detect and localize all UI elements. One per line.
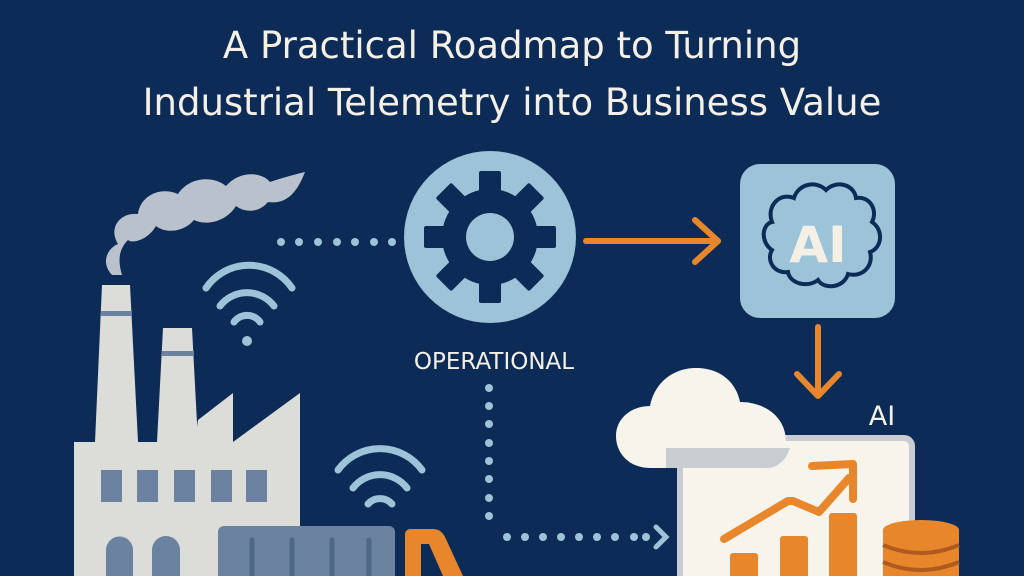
- ai-brain-box: AI: [740, 164, 895, 318]
- ai-box-label: AI: [789, 216, 846, 274]
- wifi-icon: [202, 261, 296, 346]
- bar-chart-icon: [730, 513, 857, 576]
- gear-icon: [404, 151, 576, 323]
- arrow-right-icon: [583, 217, 721, 265]
- analytics-dashboard: [616, 368, 960, 576]
- truck-icon: [405, 529, 463, 576]
- smoke-icon: [105, 172, 305, 275]
- operational-label: OPERATIONAL: [414, 349, 574, 375]
- dotted-connector: [277, 238, 396, 246]
- coins-icon: [882, 520, 960, 576]
- title-line-2: Industrial Telemetry into Business Value: [143, 81, 882, 124]
- arrow-down-icon: [794, 324, 842, 399]
- shipping-container-icon: [218, 526, 395, 576]
- title-line-1: A Practical Roadmap to Turning: [223, 24, 801, 67]
- trend-arrow-icon: [720, 460, 857, 543]
- dotted-connector: [485, 384, 670, 550]
- ai-label: AI: [869, 401, 895, 432]
- brain-cloud-icon: [761, 182, 882, 289]
- wifi-icon: [334, 445, 426, 508]
- cloud-icon: [616, 368, 786, 468]
